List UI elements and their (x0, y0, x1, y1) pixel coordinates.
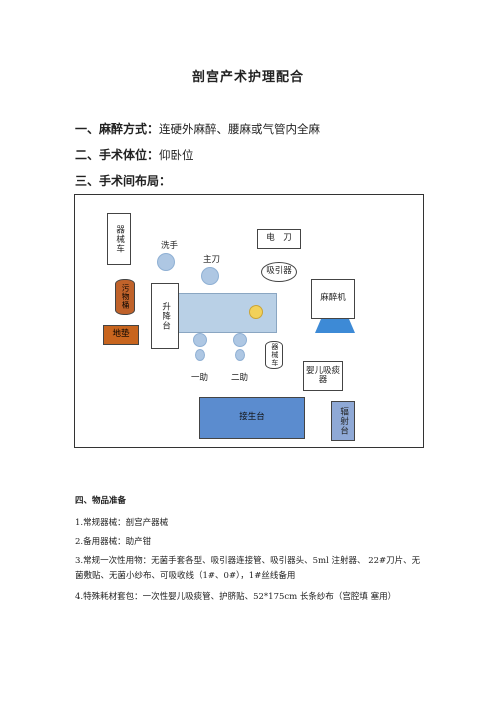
instrument-cart: 器械车 (107, 213, 131, 265)
assistant2-label: 二助 (231, 373, 249, 383)
electrosurgery-label: 电 刀 (266, 233, 292, 244)
radiant-warmer-label: 辐射台 (338, 406, 349, 436)
washer-person (157, 253, 175, 271)
section-position: 二、手术体位：仰卧位 (75, 146, 194, 163)
list-item: 3.常规一次性用物：无菌手套各型、吸引器连接管、吸引器头、5ml 注射器、 22… (75, 556, 421, 581)
suction-unit: 吸引器 (261, 262, 297, 282)
baby-suction-label: 婴儿吸痰器 (305, 365, 340, 385)
delivery-table-label: 接生台 (239, 412, 265, 423)
assistant2-person (233, 333, 247, 347)
page-title: 剖宫产术护理配合 (191, 70, 304, 85)
assistant2-body (235, 349, 245, 361)
instrument-cart-2-label: 器械车 (270, 343, 279, 367)
assistant1-body (195, 349, 205, 361)
lift-stool-label: 升降台 (160, 301, 171, 331)
anesthesia-machine: 麻醉机 (311, 279, 355, 319)
section-heading: 一、麻醉方式： (75, 122, 160, 136)
section-layout: 三、手术间布局： (75, 172, 171, 189)
bucket-label: 污物桶 (121, 284, 131, 310)
section-heading: 二、手术体位： (75, 148, 160, 162)
monitor-icon (315, 319, 355, 333)
section-text: 仰卧位 (159, 148, 194, 162)
electrosurgery-unit: 电 刀 (257, 229, 301, 249)
floor-mat-label: 地垫 (112, 329, 130, 340)
baby-suction: 婴儿吸痰器 (303, 361, 343, 391)
assistant1-label: 一助 (191, 373, 209, 383)
assistant1-person (193, 333, 207, 347)
room-layout-diagram: 器械车 洗手 主刀 电 刀 吸引器 污物桶 地垫 升降台 一助 二助 器械车 麻… (74, 194, 424, 448)
section-text: 连硬外麻醉、腰麻或气管内全麻 (159, 122, 321, 136)
instrument-cart-label: 器械车 (114, 224, 125, 254)
surgeon-label: 主刀 (203, 255, 221, 265)
list-item: 1.常规器械：剖宫产器械 (75, 518, 169, 528)
patient-head-icon (249, 305, 263, 319)
section-4-heading: 四、物品准备 (75, 496, 127, 506)
delivery-table: 接生台 (199, 397, 305, 439)
section-heading: 三、手术间布局： (75, 174, 172, 188)
section-anesthesia: 一、麻醉方式：连硬外麻醉、腰麻或气管内全麻 (75, 120, 320, 137)
waste-bucket: 污物桶 (115, 279, 135, 315)
suction-label: 吸引器 (266, 266, 292, 277)
list-item: 2.备用器械：助产钳 (75, 537, 152, 547)
floor-mat: 地垫 (103, 325, 139, 345)
lift-stool: 升降台 (151, 283, 179, 349)
surgeon-person (201, 267, 219, 285)
list-item: 4.特殊耗材套包：一次性婴儿吸痰管、护脐贴、52*175cm 长条纱布（宫腔填 … (75, 592, 397, 602)
radiant-warmer: 辐射台 (331, 401, 355, 441)
instrument-cart-2: 器械车 (265, 341, 283, 369)
anesthesia-label: 麻醉机 (320, 293, 346, 304)
washer-label: 洗手 (161, 241, 179, 251)
